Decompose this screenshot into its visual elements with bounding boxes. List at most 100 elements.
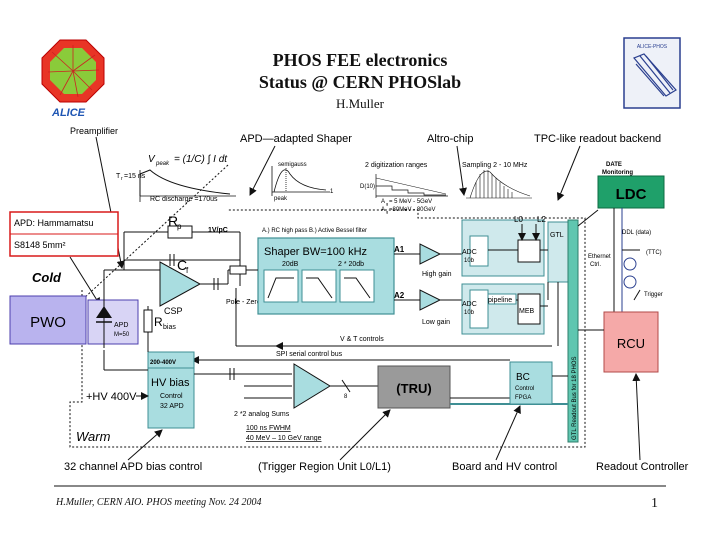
altro-chip [461,219,569,335]
svg-text:A: A [381,199,385,205]
readout-bus-label: GTL Readout Bus for 18 PHOS [572,357,578,440]
svg-text:ADC: ADC [462,301,477,308]
digitization-label: 2 digitization ranges [365,162,428,169]
ldc-label: LDC [616,186,647,203]
svg-text:Control: Control [160,393,183,400]
svg-text:ADC: ADC [462,249,477,256]
svg-text:M=50: M=50 [114,332,130,338]
svg-text:APD: APD [114,322,128,329]
svg-text:100 ns FWHM: 100 ns FWHM [246,425,291,432]
pwo-crystal: PWO [9,295,87,345]
svg-text:1V/pC: 1V/pC [208,227,228,234]
apd-diode: APD M=50 [87,290,139,348]
svg-text:p: p [177,222,182,231]
svg-text:D(10): D(10) [360,184,375,190]
hv-input-label: +HV 400V [86,391,137,403]
svg-text:T: T [116,173,121,180]
vt-controls-label: V & T controls [340,336,384,343]
svg-text:RC discharge =170us: RC discharge =170us [150,196,218,203]
label-apd-bias-control: 32 channel APD bias control [64,461,202,473]
svg-text:40 MeV – 10 GeV range: 40 MeV – 10 GeV range [246,435,322,442]
svg-text:L0: L0 [514,215,523,224]
ldc-block: LDC [597,175,665,209]
hv-bias-title: HV bias [151,377,190,389]
apd-line2: S8148 5mm² [14,240,66,250]
svg-text:DDL (data): DDL (data) [622,230,651,236]
svg-text:High gain: High gain [422,271,452,278]
svg-text:=15 ns: =15 ns [124,173,146,180]
gtl-readout-bus: GTL Readout Bus for 18 PHOS [567,219,579,443]
footer-text: H.Muller, CERN AIO. PHOS meeting Nov. 24… [56,497,262,508]
sampling-label: Sampling 2 - 10 MHz [462,162,528,169]
label-tpc-backend: TPC-like readout backend [534,133,661,145]
svg-text:V: V [148,154,156,165]
slide-title-line1: PHOS FEE electronics [272,50,448,70]
svg-text:2 * 20db: 2 * 20db [338,261,364,268]
svg-text:DATE: DATE [606,162,622,168]
pole-zero-label: Pole - Zero [226,299,261,306]
alice-phos-logo: ALICE-PHOS [623,37,681,109]
svg-text:=80MeV - 80GeV: =80MeV - 80GeV [389,207,436,213]
analog-sums-label: 2 *2 analog Sums [234,411,290,418]
svg-text:A1: A1 [394,245,405,254]
shaper-block: Shaper BW=100 kHz 20dB 2 * 20db [257,237,395,315]
pwo-label: PWO [30,314,66,331]
svg-text:r: r [121,176,123,182]
label-trigger-region-unit: (Trigger Region Unit L0/L1) [258,461,391,473]
cf-label: C [177,257,187,273]
svg-text:10b: 10b [464,310,475,316]
svg-text:200-400V: 200-400V [150,360,176,366]
svg-text:= (1/C) ∫ I dt: = (1/C) ∫ I dt [174,154,228,165]
tru-block: (TRU) [377,365,451,409]
alice-logo: ALICE [41,39,105,119]
rp-label: R [168,213,178,229]
svg-text:Low gain: Low gain [422,319,450,326]
hv-bias-block: 200-400V HV bias Control 32 APD [147,351,195,429]
gain-amplifiers [394,243,462,311]
spi-bus-label: SPI serial control bus [276,351,343,358]
cold-label: Cold [32,270,62,285]
svg-text:8: 8 [344,394,348,400]
svg-text:A2: A2 [394,291,405,300]
svg-text:20dB: 20dB [282,261,299,268]
svg-text:10b: 10b [464,258,475,264]
svg-text:pipeline: pipeline [488,297,512,304]
svg-text:Monitoring: Monitoring [602,170,633,176]
digitization-plot [375,174,448,198]
tru-label: (TRU) [396,381,431,396]
svg-text:L2: L2 [537,215,546,224]
svg-text:Ethernet: Ethernet [588,254,611,260]
sampling-plot [466,170,532,199]
svg-text:g: g [386,209,388,214]
svg-text:Control: Control [515,386,534,392]
svg-text:peak: peak [274,196,288,202]
apd-line1: APD: Hammamatsu [14,218,94,228]
rcu-label: RCU [617,336,645,351]
label-board-hv-control: Board and HV control [452,461,557,473]
warm-label: Warm [76,429,111,444]
svg-text:Ctrl.: Ctrl. [590,262,601,268]
svg-text:GTL: GTL [550,232,564,239]
slide-author: H.Muller [335,96,385,111]
apd-info-box: APD: Hammamatsu S8148 5mm² [9,211,119,306]
bc-title: BC [516,372,530,383]
svg-text:(TTC): (TTC) [646,250,662,256]
svg-text:32 APD: 32 APD [160,403,184,410]
filter-desc: A.) RC high pass B.) Active Bessel filte… [262,228,367,234]
svg-text:semigauss: semigauss [278,162,307,168]
rbias-label: R [154,315,163,329]
bc-block: BC Control FPGA [509,361,553,405]
label-readout-controller: Readout Controller [596,461,689,473]
csp-preamp [103,225,256,370]
svg-text:MEB: MEB [519,308,535,315]
svg-text:A: A [381,207,385,213]
label-altro-chip: Altro-chip [427,133,473,145]
alice-phos-logo-text: ALICE-PHOS [637,44,668,50]
svg-text:bias: bias [163,324,176,331]
svg-text:Trigger: Trigger [644,292,663,298]
csp-label: CSP [164,306,183,316]
slide-title-line2: Status @ CERN PHOSlab [258,72,462,92]
alice-logo-text: ALICE [51,107,86,119]
